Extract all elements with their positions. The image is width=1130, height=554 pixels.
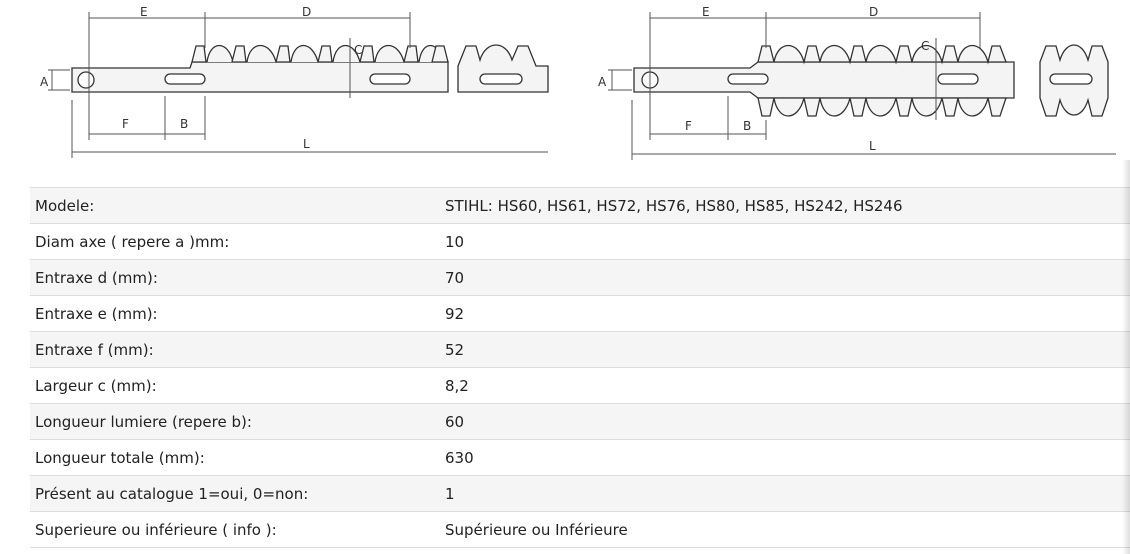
right-dimension-lines [608, 12, 1116, 160]
blade-teeth [191, 44, 449, 63]
spec-label: Entraxe d (mm): [30, 259, 440, 296]
spec-value: 52 [440, 331, 1130, 368]
dim-label-b: B [743, 119, 751, 133]
single-sided-blade [71, 44, 449, 93]
spec-row-total-length: Longueur totale (mm): 630 [30, 439, 1130, 476]
spec-value: 8,2 [440, 367, 1130, 404]
spec-label: Diam axe ( repere a )mm: [30, 223, 440, 260]
spec-value: 70 [440, 259, 1130, 296]
spec-value: 10 [440, 223, 1130, 260]
spec-row-width-c: Largeur c (mm): 8,2 [30, 367, 1130, 404]
spec-label: Longueur totale (mm): [30, 439, 440, 476]
dim-label-l: L [869, 139, 876, 153]
dim-label-e: E [702, 5, 710, 19]
spec-value: 92 [440, 295, 1130, 332]
spec-value: Supérieure ou Inférieure [440, 511, 1130, 548]
spec-value: 1 [440, 475, 1130, 512]
double-sided-blade [633, 45, 1015, 117]
spec-label: Entraxe f (mm): [30, 331, 440, 368]
pivot-hole [77, 71, 95, 89]
spec-label: Largeur c (mm): [30, 367, 440, 404]
dim-label-a: A [598, 75, 607, 89]
blade-tooth-section [457, 44, 549, 93]
slot-d [369, 73, 411, 85]
left-dimension-lines [48, 12, 548, 158]
spec-value: STIHL: HS60, HS61, HS72, HS76, HS80, HS8… [440, 187, 1130, 224]
scroll-edge-shadow [1122, 160, 1130, 554]
spec-label: Présent au catalogue 1=oui, 0=non: [30, 475, 440, 512]
dim-label-c: C [921, 39, 929, 53]
dim-label-f: F [122, 117, 129, 131]
dim-label-d: D [869, 5, 878, 19]
slot-d [937, 73, 979, 85]
spec-label: Modele: [30, 187, 440, 224]
dim-label-f: F [685, 119, 692, 133]
spec-label: Superieure ou inférieure ( info ): [30, 511, 440, 548]
spec-value: 60 [440, 403, 1130, 440]
slot-b [164, 73, 206, 85]
spec-row-axle-diameter: Diam axe ( repere a )mm: 10 [30, 223, 1130, 260]
spec-row-entraxe-f: Entraxe f (mm): 52 [30, 331, 1130, 368]
slot-b [727, 73, 769, 85]
spec-value: 630 [440, 439, 1130, 476]
dim-label-e: E [140, 5, 148, 19]
spec-row-entraxe-e: Entraxe e (mm): 92 [30, 295, 1130, 332]
dim-label-d: D [302, 5, 311, 19]
spec-row-position: Superieure ou inférieure ( info ): Supér… [30, 511, 1130, 548]
blade-dimension-diagram: E D C A F B L E D [0, 0, 1130, 186]
spec-row-slot-length: Longueur lumiere (repere b): 60 [30, 403, 1130, 440]
dim-label-b: B [180, 117, 188, 131]
spec-label: Longueur lumiere (repere b): [30, 403, 440, 440]
blade-shaft [633, 61, 1015, 99]
spec-row-catalogue: Présent au catalogue 1=oui, 0=non: 1 [30, 475, 1130, 512]
spec-label: Entraxe e (mm): [30, 295, 440, 332]
dim-label-a: A [40, 75, 49, 89]
spec-table: Modele: STIHL: HS60, HS61, HS72, HS76, H… [30, 187, 1130, 548]
double-tooth-section [1039, 44, 1109, 117]
spec-row-model: Modele: STIHL: HS60, HS61, HS72, HS76, H… [30, 187, 1130, 224]
dim-label-c: C [354, 43, 362, 57]
dim-label-l: L [303, 137, 310, 151]
spec-row-entraxe-d: Entraxe d (mm): 70 [30, 259, 1130, 296]
